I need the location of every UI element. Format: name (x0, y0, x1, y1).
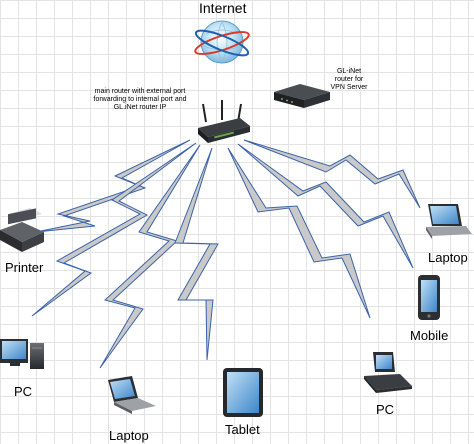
printer-label: Printer (5, 260, 44, 275)
mobile-phone-icon (418, 275, 440, 320)
vpn-router-label: GL-iNet router for VPN Server (330, 68, 368, 91)
wireless-link-pc-right (227, 147, 371, 319)
wireless-link-tablet (174, 147, 219, 361)
pc-right-icon (364, 352, 412, 393)
internet-label: Internet (199, 0, 247, 16)
tablet-icon (223, 368, 263, 417)
pc-left-icon (0, 339, 44, 369)
wireless-link-mobile (237, 143, 414, 269)
wireless-link-laptop-bottom (99, 144, 201, 369)
laptop-bottom-label: Laptop (109, 428, 149, 443)
mobile-label: Mobile (410, 328, 449, 343)
laptop-right-icon (426, 204, 472, 239)
laptop-bottom-icon (108, 376, 156, 414)
tablet-label: Tablet (225, 422, 260, 437)
vpn-router-icon (274, 84, 330, 108)
pc-right-label: PC (376, 402, 395, 417)
main-router-icon (198, 100, 250, 143)
laptop-right-label: Laptop (428, 250, 468, 265)
wireless-link-pc-left (31, 142, 197, 317)
wireless-link-printer (35, 139, 191, 233)
wireless-link-laptop-right (243, 139, 421, 209)
printer-icon (0, 208, 44, 252)
pc-left-label: PC (14, 384, 33, 399)
globe-icon (194, 20, 250, 64)
main-router-label: main router with external port forwardin… (93, 88, 187, 111)
wireless-links (31, 139, 421, 369)
